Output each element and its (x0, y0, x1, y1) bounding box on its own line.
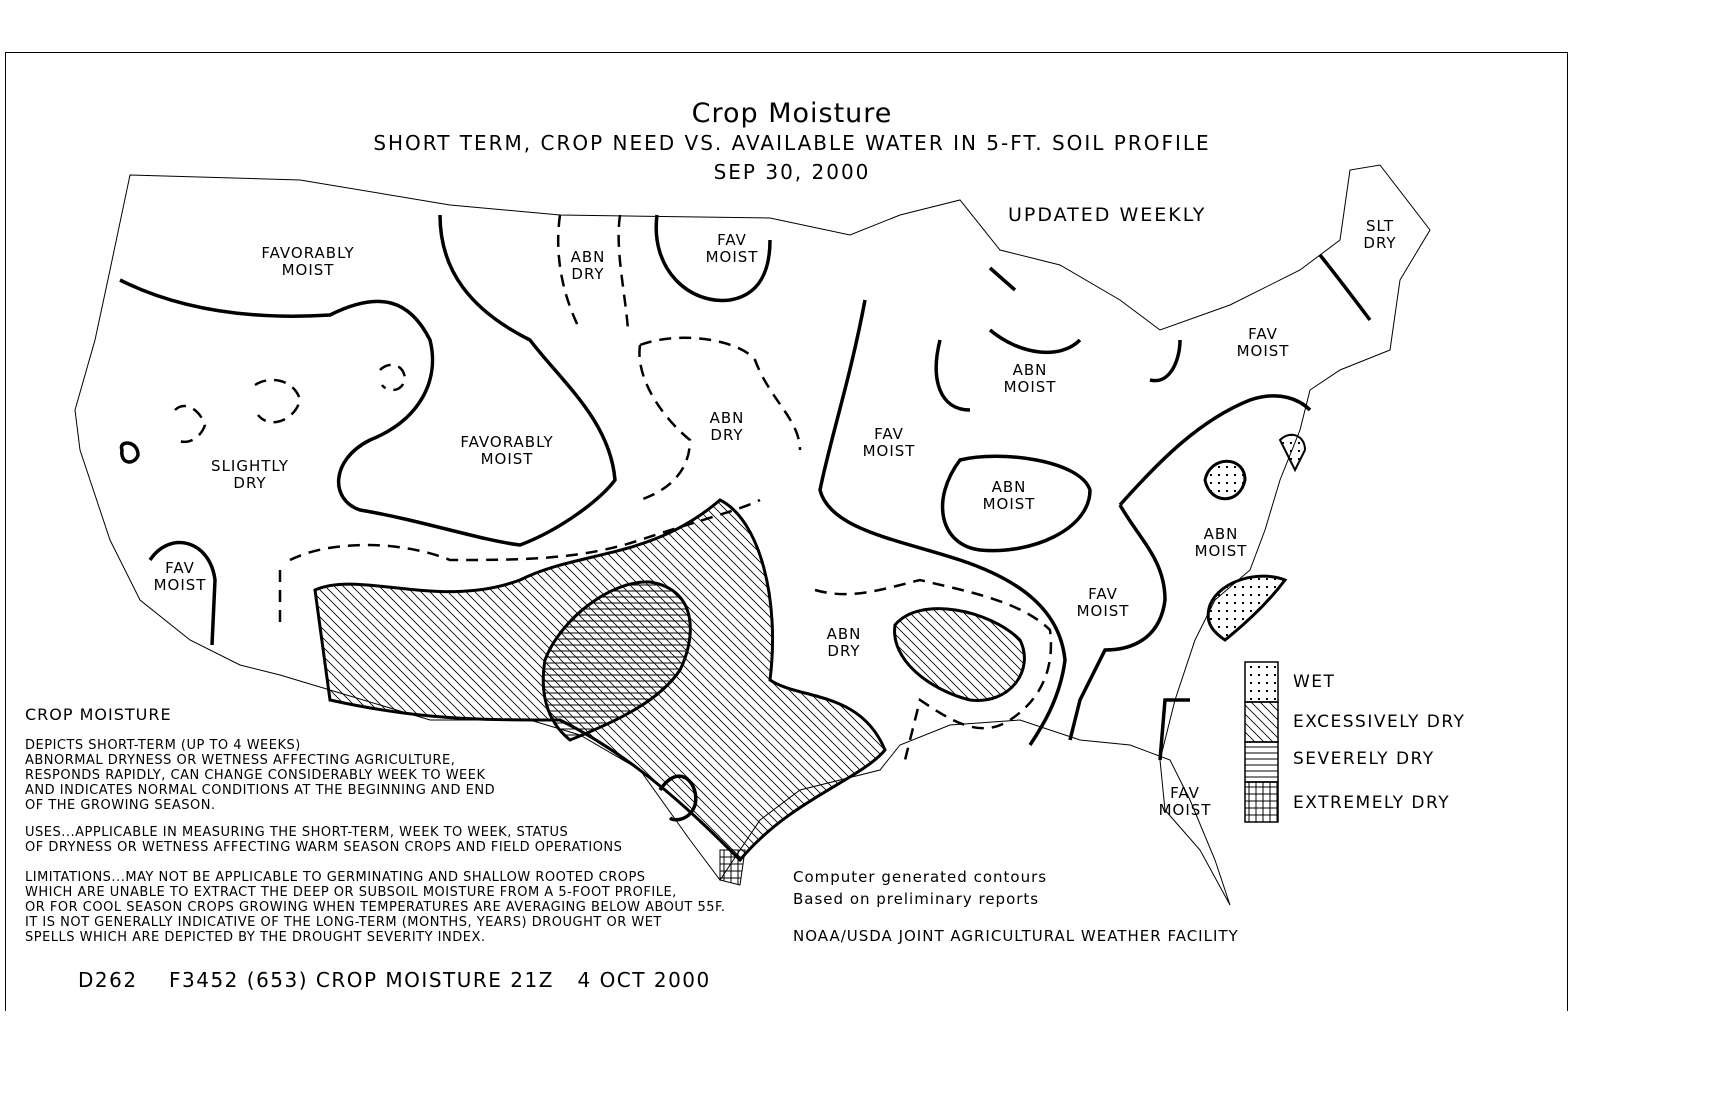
legend-label-excessively-dry: EXCESSIVELY DRY (1293, 712, 1466, 732)
legend-swatches (1244, 661, 1279, 823)
notes-uses: USES...APPLICABLE IN MEASURING THE SHORT… (25, 825, 623, 855)
legend-swatch-severely-dry (1244, 741, 1279, 783)
map-date: SEP 30, 2000 (713, 160, 871, 184)
excessively-dry-region-south (893, 607, 1026, 702)
map-frame (5, 52, 1568, 1011)
footer-product-code: D262 F3452 (653) CROP MOISTURE 21Z 4 OCT… (78, 968, 711, 992)
credit-preliminary: Based on preliminary reports (793, 890, 1040, 908)
legend-swatch-extremely-dry (1244, 781, 1279, 823)
map-subtitle: SHORT TERM, CROP NEED VS. AVAILABLE WATE… (373, 131, 1211, 155)
notes-limitations: LIMITATIONS...MAY NOT BE APPLICABLE TO G… (25, 870, 726, 945)
severely-dry-region (541, 580, 692, 742)
wet-region-nc (1206, 574, 1288, 642)
notes-depicts: DEPICTS SHORT-TERM (UP TO 4 WEEKS)ABNORM… (25, 738, 496, 813)
extremely-dry-region (719, 849, 746, 886)
credit-computer-generated: Computer generated contours (793, 868, 1048, 886)
wet-region-de (1278, 433, 1307, 473)
map-title: Crop Moisture (691, 98, 893, 129)
credit-noaa-usda: NOAA/USDA JOINT AGRICULTURAL WEATHER FAC… (793, 927, 1239, 945)
legend-label-wet: WET (1293, 672, 1336, 692)
legend-swatch-excessively-dry (1244, 701, 1279, 743)
legend-swatch-wet (1244, 661, 1279, 703)
contours (119, 214, 1372, 822)
dashed-contours (174, 214, 1053, 761)
legend-label-severely-dry: SEVERELY DRY (1293, 749, 1435, 769)
wet-region-va (1203, 459, 1247, 501)
updated-weekly: UPDATED WEEKLY (1008, 204, 1207, 226)
notes-heading: CROP MOISTURE (25, 705, 172, 724)
legend-label-extremely-dry: EXTREMELY DRY (1293, 793, 1451, 813)
